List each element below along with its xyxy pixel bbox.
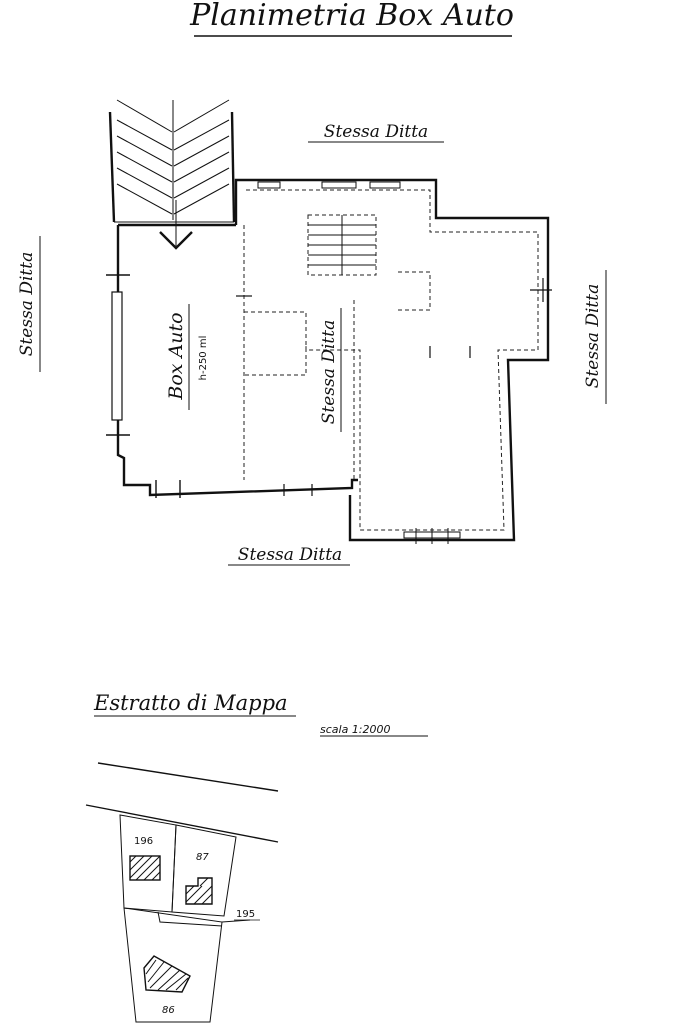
road-line [85, 804, 279, 843]
small-room [244, 311, 307, 376]
neighbour-dwelling [246, 189, 539, 531]
parcel-number: 86 [162, 1005, 175, 1016]
staircase [307, 214, 377, 276]
room-label: Box Auto [165, 312, 187, 400]
map-scale: scala 1:2000 [320, 723, 391, 736]
parcel-196 [119, 814, 177, 913]
parcel-number: 195 [236, 909, 255, 920]
label-inner: Stessa Ditta [319, 320, 339, 424]
parcel-number: 87 [196, 852, 209, 863]
map-extract-title: Estratto di Mappa [93, 691, 288, 715]
page-title: Planimetria Box Auto [189, 0, 514, 33]
label-west: Stessa Ditta [17, 252, 37, 356]
label-north: Stessa Ditta [324, 122, 428, 142]
parcel-87 [171, 824, 237, 917]
west-window [111, 291, 123, 421]
floor-plan: Stessa Ditta Stessa Ditta Stessa Ditta S… [17, 99, 607, 566]
entry-arrow-icon [159, 231, 193, 250]
map-extract: Estratto di Mappa scala 1:2000 [85, 691, 428, 1023]
parcel-86 [123, 907, 223, 1023]
ramp [108, 99, 236, 250]
building-86 [143, 955, 191, 993]
room-height: h-250 ml [198, 336, 209, 381]
building-196 [129, 855, 161, 881]
building-87 [185, 877, 213, 905]
outer-wall-south-west [116, 225, 358, 497]
label-east: Stessa Ditta [583, 284, 603, 388]
label-south: Stessa Ditta [238, 545, 342, 565]
outer-wall-east [234, 178, 550, 542]
road-line [97, 762, 279, 792]
parcel-number: 196 [134, 836, 153, 847]
